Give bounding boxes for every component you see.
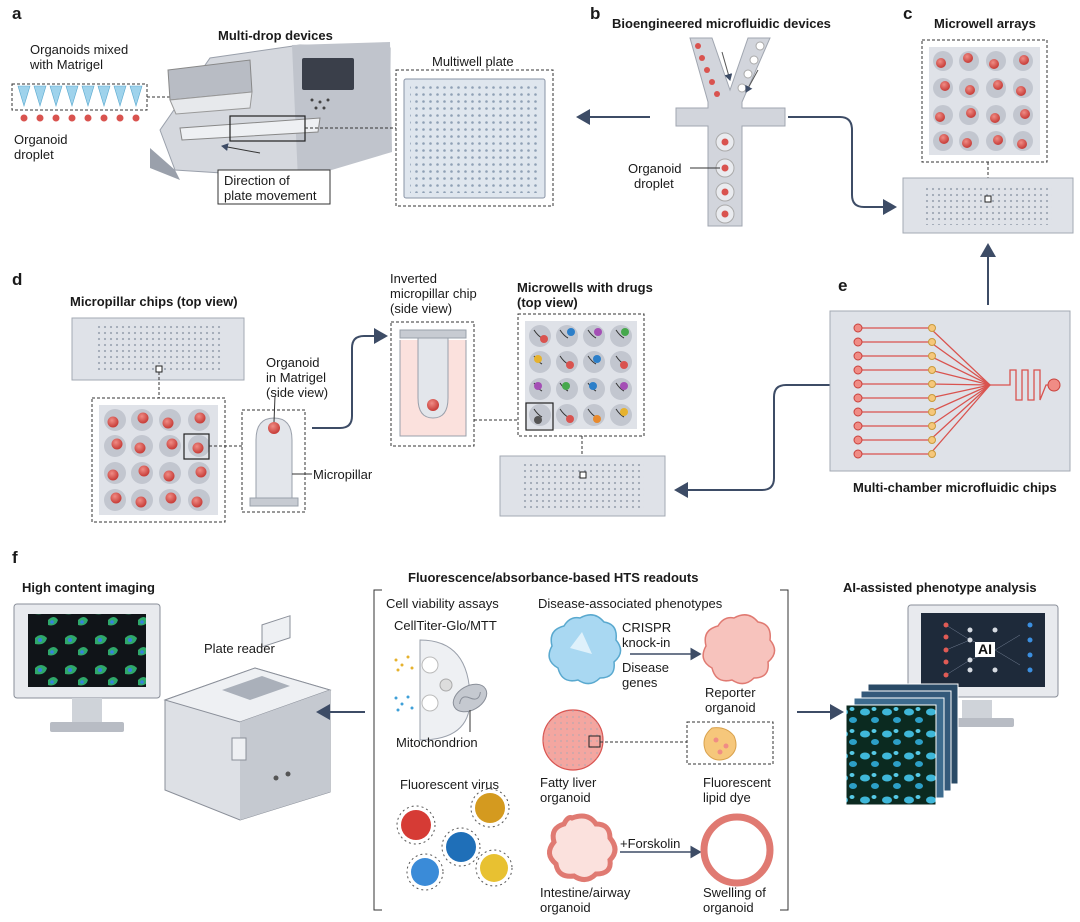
plate-reader-label: Plate reader	[204, 641, 275, 656]
b-droplet-label-1: Organoid	[628, 161, 682, 176]
inverted-label-3: (side view)	[390, 301, 453, 316]
arrow-e-to-d	[674, 384, 830, 498]
cell-image-stack	[845, 704, 937, 806]
swelling-label-2: organoid	[703, 900, 754, 915]
reporter-label-2: organoid	[705, 700, 756, 715]
mixed-label-2: with Matrigel	[30, 57, 103, 72]
micropillar-label: Micropillar	[313, 467, 373, 482]
panel-e-illustration	[829, 310, 1071, 472]
microwells-drugs-title-2: (top view)	[517, 295, 578, 310]
panel-label-d: d	[12, 270, 23, 289]
reporter-label-1: Reporter	[705, 685, 756, 700]
ai-analysis-title: AI-assisted phenotype analysis	[843, 580, 1037, 595]
intestine-label-2: organoid	[540, 900, 591, 915]
fatty-liver-1: Fatty liver	[540, 775, 597, 790]
crispr-label-1: CRISPR	[622, 620, 672, 635]
device-screen	[302, 58, 354, 90]
inverted-label-2: micropillar chip	[390, 286, 477, 301]
lipid-dye-1: Fluorescent	[703, 775, 771, 790]
hci-title: High content imaging	[22, 580, 155, 595]
direction-label-1: Direction of	[224, 173, 290, 188]
multi-chamber-title: Multi-chamber microfluidic chips	[853, 480, 1057, 495]
panel-label-a: a	[12, 4, 22, 23]
multiwell-plate-label: Multiwell plate	[432, 54, 514, 69]
microfluidic-title: Bioengineered microfluidic devices	[612, 16, 831, 31]
swelling-label-1: Swelling of	[703, 885, 766, 900]
ai-badge: AI	[975, 642, 995, 657]
organoid-matrigel-3: (side view)	[266, 385, 329, 400]
panel-d-illustration	[71, 313, 666, 523]
panel-label-c: c	[903, 4, 913, 23]
disease-genes-2: genes	[622, 675, 658, 690]
multiwell-plate	[410, 84, 539, 193]
disease-phenotypes-label: Disease-associated phenotypes	[538, 596, 723, 611]
matrigel-box	[11, 83, 148, 111]
celltiter-label: CellTiter-Glo/MTT	[394, 618, 497, 633]
disease-genes-1: Disease	[622, 660, 669, 675]
b-droplet-label-2: droplet	[634, 176, 674, 191]
panel-c-illustration	[902, 39, 1074, 234]
arrow-b-to-c	[788, 116, 897, 215]
panel-label-e: e	[838, 276, 848, 295]
viability-label: Cell viability assays	[386, 596, 499, 611]
direction-label-2: plate movement	[224, 188, 317, 203]
fluorescent-viruses	[396, 788, 513, 891]
panel-f-illustration	[13, 589, 1059, 911]
microwell-arrays-title: Microwell arrays	[934, 16, 1036, 31]
fatty-liver-2: organoid	[540, 790, 591, 805]
organoid-matrigel-1: Organoid	[266, 355, 320, 370]
mitochondrion-label: Mitochondrion	[396, 735, 478, 750]
droplet-train	[715, 132, 735, 224]
organoid-matrigel-2: in Matrigel	[266, 370, 326, 385]
forskolin-label: +Forskolin	[620, 836, 681, 851]
micropillar-title: Micropillar chips (top view)	[70, 294, 238, 309]
panel-b-illustration	[675, 37, 786, 227]
microwells-drugs-title-1: Microwells with drugs	[517, 280, 653, 295]
multi-drop-title: Multi-drop devices	[218, 28, 333, 43]
mixed-label-1: Organoids mixed	[30, 42, 129, 57]
droplet-label-1: Organoid	[14, 132, 68, 147]
lipid-dye-2: lipid dye	[703, 790, 751, 805]
panel-label-b: b	[590, 4, 601, 23]
imaging-screen	[28, 614, 146, 687]
fluorescent-virus-label: Fluorescent virus	[400, 777, 499, 792]
microwell-grid	[933, 51, 1033, 151]
inverted-label-1: Inverted	[390, 271, 437, 286]
droplet-row	[20, 114, 140, 122]
crispr-label-2: knock-in	[622, 635, 671, 650]
droplet-label-2: droplet	[14, 147, 54, 162]
panel-a-illustration	[11, 42, 554, 207]
hts-title: Fluorescence/absorbance-based HTS readou…	[408, 570, 699, 585]
intestine-label-1: Intestine/airway	[540, 885, 631, 900]
panel-label-f: f	[12, 548, 18, 567]
